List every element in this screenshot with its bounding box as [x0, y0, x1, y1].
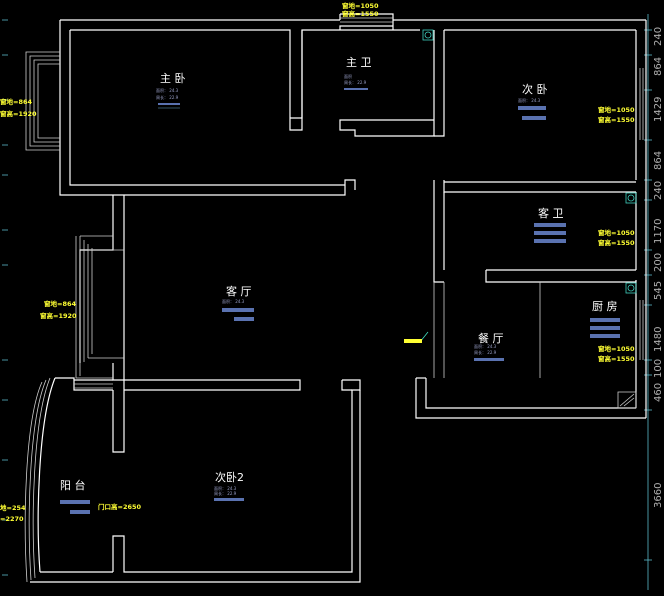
- dim-460: 460: [653, 383, 664, 402]
- dim-1170: 1170: [653, 219, 664, 244]
- living-window-height: 窗高=1920: [40, 311, 77, 320]
- right-window-sill-3: 窗地=1050: [598, 344, 635, 353]
- right-window-height-3: 窗高=1550: [598, 354, 635, 363]
- svg-text:周长： 22.9: 周长： 22.9: [344, 79, 367, 85]
- dim-864-mid: 864: [653, 151, 664, 170]
- svg-text:面积： 24.3: 面积： 24.3: [222, 298, 245, 304]
- stat-text: 面积： 24.3 周长： 22.9 面积 周长： 22.9 面积： 24.3 面…: [156, 73, 541, 496]
- label-balcony: 阳 台: [60, 478, 86, 492]
- label-living-room: 客 厅: [226, 284, 252, 298]
- windows: [25, 17, 644, 389]
- label-master-bath: 主 卫: [346, 56, 372, 69]
- left-window-height-1: 窗高=1920: [0, 109, 37, 118]
- top-window-height: 窗高=1550: [342, 9, 379, 18]
- right-ruler: [644, 14, 652, 590]
- label-kitchen: 厨 房: [592, 300, 618, 313]
- door-height-note: 门口高=2650: [98, 502, 142, 511]
- dim-1429: 1429: [653, 97, 664, 122]
- balcony-sill: 地=254: [0, 503, 26, 512]
- right-window-height-1: 窗高=1550: [598, 115, 635, 124]
- label-guest-bath: 客 卫: [538, 206, 564, 220]
- balcony-height: =2270: [0, 515, 24, 523]
- right-window-height-2: 窗高=1550: [598, 238, 635, 247]
- right-window-sill-2: 窗地=1050: [598, 228, 635, 237]
- svg-text:面积： 24.3: 面积： 24.3: [214, 485, 237, 491]
- label-second-bedroom-2: 次卧2: [215, 470, 244, 484]
- right-window-sill-1: 窗地=1050: [598, 105, 635, 114]
- label-dining: 餐 厅: [478, 331, 504, 345]
- dim-864-top: 864: [653, 57, 664, 76]
- svg-text:周长： 22.9: 周长： 22.9: [156, 94, 179, 100]
- label-master-bedroom: 主 卧: [160, 72, 186, 85]
- dim-545: 545: [653, 281, 664, 300]
- dim-1480: 1480: [653, 327, 664, 352]
- dim-100: 100: [653, 359, 664, 378]
- svg-text:周长： 22.9: 周长： 22.9: [214, 490, 237, 496]
- dim-240-mid: 240: [653, 181, 664, 200]
- pointer-tag: [404, 339, 422, 343]
- svg-text:面积: 面积: [344, 73, 352, 79]
- dim-3660: 3660: [653, 483, 664, 508]
- dim-240-top: 240: [653, 27, 664, 46]
- living-window-sill: 窗地=864: [44, 299, 76, 308]
- svg-text:周长： 22.9: 周长： 22.9: [474, 349, 497, 355]
- svg-text:面积： 24.3: 面积： 24.3: [474, 343, 497, 349]
- left-ruler: [2, 19, 8, 576]
- room-stat-blocks: [60, 88, 620, 514]
- fixture-markers: [422, 29, 637, 294]
- svg-text:面积： 24.3: 面积： 24.3: [518, 97, 541, 103]
- walls: [24, 13, 647, 583]
- dim-200: 200: [653, 253, 664, 272]
- right-dimension-labels: 240 864 1429 864 240 1170 200 545 1480 1…: [653, 27, 664, 508]
- left-window-sill-1: 窗地=864: [0, 97, 32, 106]
- svg-text:面积： 24.3: 面积： 24.3: [156, 87, 179, 93]
- label-second-bedroom: 次 卧: [522, 82, 548, 96]
- top-window-sill: 窗地=1050: [342, 1, 379, 10]
